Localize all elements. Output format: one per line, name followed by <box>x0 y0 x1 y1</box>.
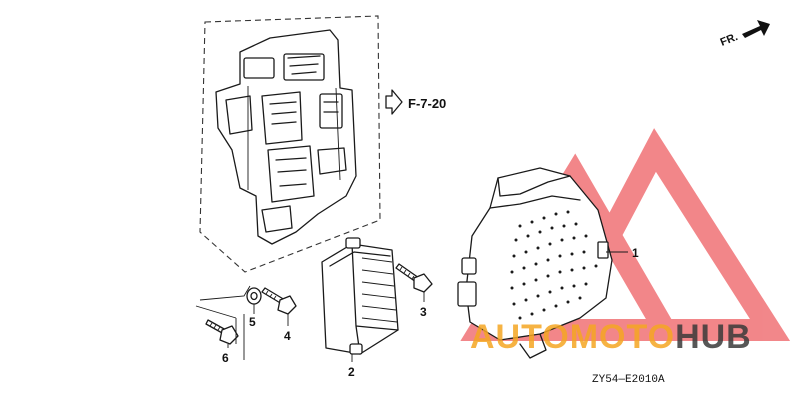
callout-3: 3 <box>420 305 427 319</box>
diagram-code: ZY54—E2010A <box>592 374 665 386</box>
bolt-part-3 <box>395 263 433 293</box>
fr-label: FR. <box>719 31 740 49</box>
control-module-part-2 <box>321 237 399 355</box>
washer-part-5 <box>246 287 262 305</box>
bolt-part-6 <box>205 319 239 345</box>
callout-4: 4 <box>284 329 291 343</box>
fr-direction-indicator: FR. <box>719 20 770 49</box>
callout-1: 1 <box>632 246 639 260</box>
fr-arrow-icon <box>742 20 770 38</box>
reference-arrow <box>385 89 403 115</box>
cover-vent-holes <box>510 210 598 320</box>
assembly-boundary <box>199 15 381 273</box>
leader-lines <box>195 251 628 362</box>
cover-part-1 <box>457 167 613 359</box>
callout-6: 6 <box>222 351 229 365</box>
relay-box-assembly <box>215 29 357 245</box>
watermark-text: AUTOMOTOHUB <box>470 318 752 356</box>
bolt-part-4 <box>261 287 297 315</box>
callout-5: 5 <box>249 315 256 329</box>
callout-2: 2 <box>348 365 355 379</box>
watermark-text-part2: HUB <box>675 318 752 356</box>
reference-label: F-7-20 <box>408 96 446 111</box>
watermark-text-part1: AUTOMOTO <box>470 318 675 356</box>
